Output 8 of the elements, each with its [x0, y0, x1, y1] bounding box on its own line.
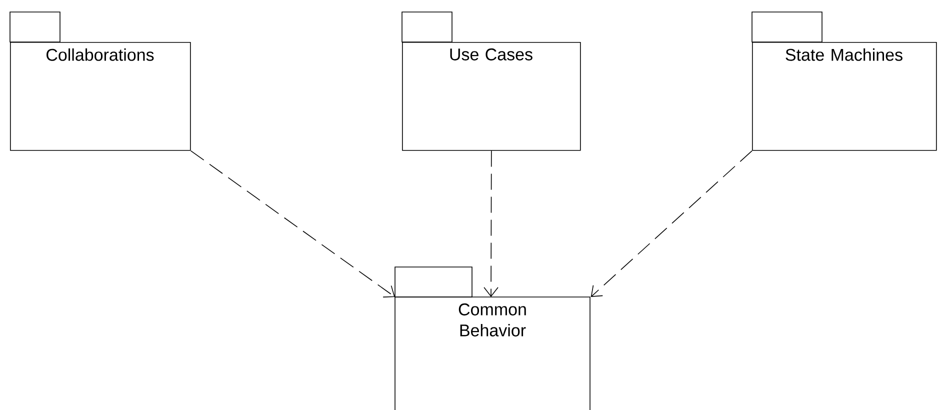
- package-box: State Machines: [752, 12, 937, 151]
- dependency-arrow: [590, 150, 752, 297]
- node-label: Common Behavior: [458, 303, 526, 336]
- package-box: Collaborations: [10, 12, 191, 151]
- dependency-arrow: [484, 150, 498, 297]
- package-box: Use Cases: [402, 12, 581, 151]
- dependency-arrow: [190, 150, 395, 298]
- package-box: Common Behavior: [394, 266, 590, 410]
